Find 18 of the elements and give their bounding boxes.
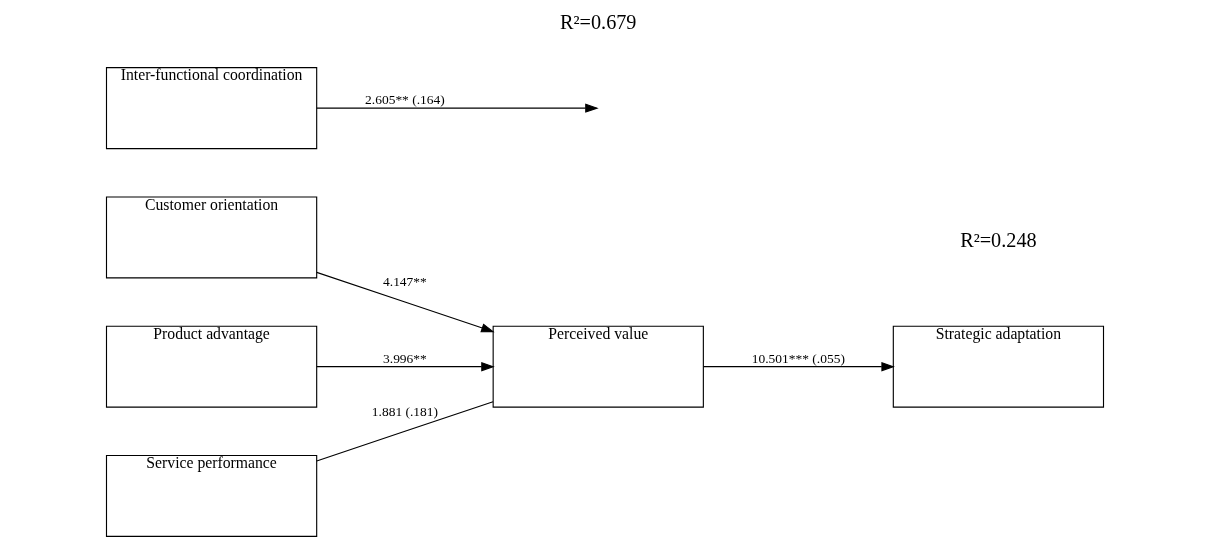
edge-label: 4.147** (383, 274, 427, 290)
arrow (316, 271, 495, 333)
arrow (316, 103, 599, 113)
node-box: Customer orientation (105, 196, 318, 279)
node-box: Inter-functional coordination (105, 67, 318, 150)
arrow (316, 361, 495, 372)
node-box: Perceived value (492, 325, 704, 408)
edge-label: 2.605** (.164) (365, 92, 445, 108)
arrow (702, 361, 895, 372)
edge-label: 3.996** (383, 350, 427, 366)
label: R²=0.679 (560, 10, 637, 33)
edge-label: 10.501*** (.055) (751, 350, 845, 366)
node-box: Service performance (105, 454, 318, 537)
edge-label: 1.881 (.181) (371, 403, 439, 419)
node-box: Product advantage (105, 325, 318, 408)
node-box: Strategic adaptation (892, 325, 1105, 408)
connector (316, 401, 494, 462)
label: R²=0.248 (960, 228, 1037, 251)
